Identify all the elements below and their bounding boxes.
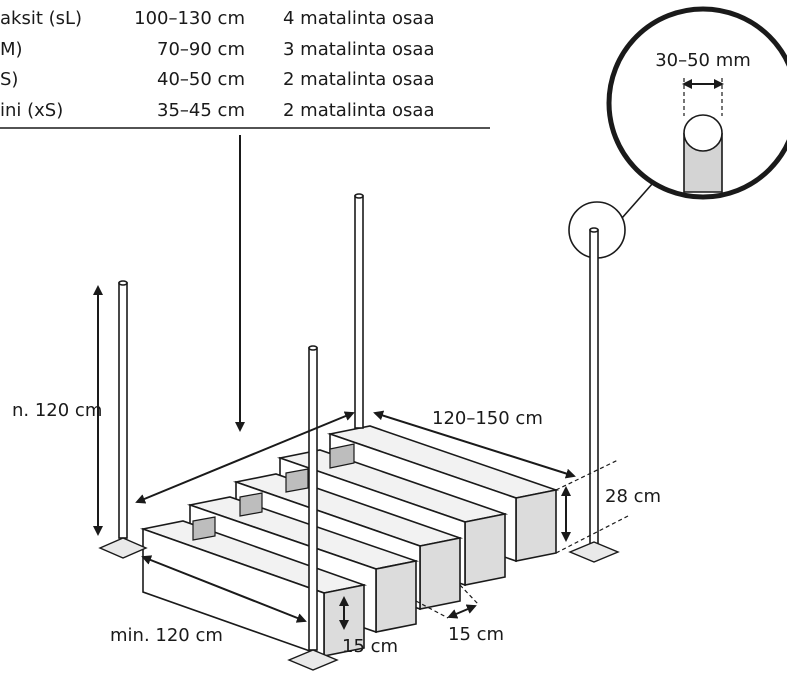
size-table: aksit (sL) 100–130 cm 4 matalinta osaa M… (0, 8, 490, 129)
pole-left (98, 280, 148, 559)
table-cell-parts: 2 matalinta osaa (283, 100, 435, 121)
table-cell-height: 70–90 cm (157, 39, 245, 60)
table-row: S) 40–50 cm 2 matalinta osaa (0, 69, 435, 90)
board-depth-label: 15 cm (342, 636, 398, 657)
magnifier-circle (606, 6, 787, 200)
width-arrow (135, 411, 355, 504)
pole-diameter-label: 30–50 mm (655, 50, 751, 71)
pole-back (354, 193, 364, 429)
table-cell-height: 100–130 cm (134, 8, 245, 29)
table-cell-parts: 4 matalinta osaa (283, 8, 435, 29)
table-cell-height: 40–50 cm (157, 69, 245, 90)
board-length-label: 120–150 cm (432, 408, 543, 429)
table-cell-parts: 2 matalinta osaa (283, 69, 435, 90)
table-cell-size: ini (xS) (0, 100, 63, 121)
table-row: aksit (sL) 100–130 cm 4 matalinta osaa (0, 8, 435, 29)
board-height-label: 28 cm (605, 486, 661, 507)
table-cell-size: aksit (sL) (0, 8, 82, 29)
board-length-arrow (373, 410, 576, 479)
pole-height-label: n. 120 cm (12, 400, 102, 421)
spacing-label: 15 cm (448, 624, 504, 645)
table-row: ini (xS) 35–45 cm 2 matalinta osaa (0, 100, 435, 121)
spacing-arrow (447, 604, 477, 619)
pole-right (568, 227, 620, 563)
table-cell-size: M) (0, 39, 23, 60)
table-row: M) 70–90 cm 3 matalinta osaa (0, 39, 435, 60)
table-cell-height: 35–45 cm (157, 100, 245, 121)
table-cell-parts: 3 matalinta osaa (283, 39, 435, 60)
table-cell-size: S) (0, 69, 18, 90)
min-width-arrow (141, 555, 307, 623)
min-width-label: min. 120 cm (110, 625, 223, 646)
pole-magnifier: 30–50 mm (568, 6, 787, 259)
